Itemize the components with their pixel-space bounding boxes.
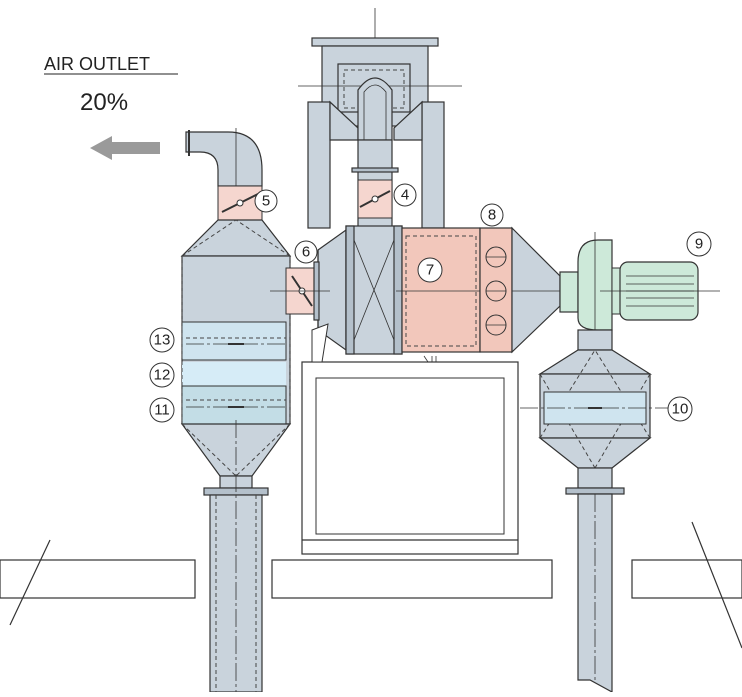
left-vessel bbox=[180, 219, 292, 693]
svg-text:11: 11 bbox=[154, 402, 170, 419]
label-11: 11 bbox=[149, 397, 175, 423]
label-9: 9 bbox=[686, 231, 712, 257]
damper-4 bbox=[357, 179, 393, 219]
label-4: 4 bbox=[393, 183, 417, 207]
label-10: 10 bbox=[667, 396, 693, 422]
label-12: 12 bbox=[149, 362, 175, 388]
svg-text:12: 12 bbox=[154, 367, 171, 384]
label-5: 5 bbox=[254, 189, 278, 213]
svg-text:8: 8 bbox=[488, 207, 496, 224]
right-vessel bbox=[520, 329, 670, 694]
svg-text:20%: 20% bbox=[80, 89, 128, 116]
svg-text:7: 7 bbox=[426, 262, 434, 279]
svg-text:6: 6 bbox=[302, 244, 310, 261]
svg-text:AIR OUTLET: AIR OUTLET bbox=[44, 54, 150, 74]
fan-housing bbox=[559, 239, 621, 331]
svg-text:13: 13 bbox=[154, 332, 171, 349]
svg-text:5: 5 bbox=[262, 193, 270, 210]
label-7: 7 bbox=[417, 257, 443, 283]
svg-text:4: 4 bbox=[401, 187, 409, 204]
svg-text:9: 9 bbox=[695, 236, 703, 253]
motor bbox=[600, 261, 720, 321]
label-6: 6 bbox=[294, 240, 318, 264]
svg-text:10: 10 bbox=[672, 401, 689, 418]
damper-5 bbox=[217, 185, 263, 221]
damper-6 bbox=[270, 261, 330, 321]
air-outlet-label: AIR OUTLET 20% bbox=[44, 54, 178, 116]
floor-supports bbox=[0, 521, 742, 649]
main-unit-base bbox=[301, 361, 519, 555]
filter-8 bbox=[479, 227, 513, 353]
label-13: 13 bbox=[149, 327, 175, 353]
filter-7 bbox=[396, 227, 486, 353]
air-flow-arrow bbox=[90, 136, 160, 160]
label-8: 8 bbox=[480, 203, 504, 227]
outlet-cone bbox=[511, 226, 561, 354]
pre-filter-box bbox=[345, 225, 403, 355]
